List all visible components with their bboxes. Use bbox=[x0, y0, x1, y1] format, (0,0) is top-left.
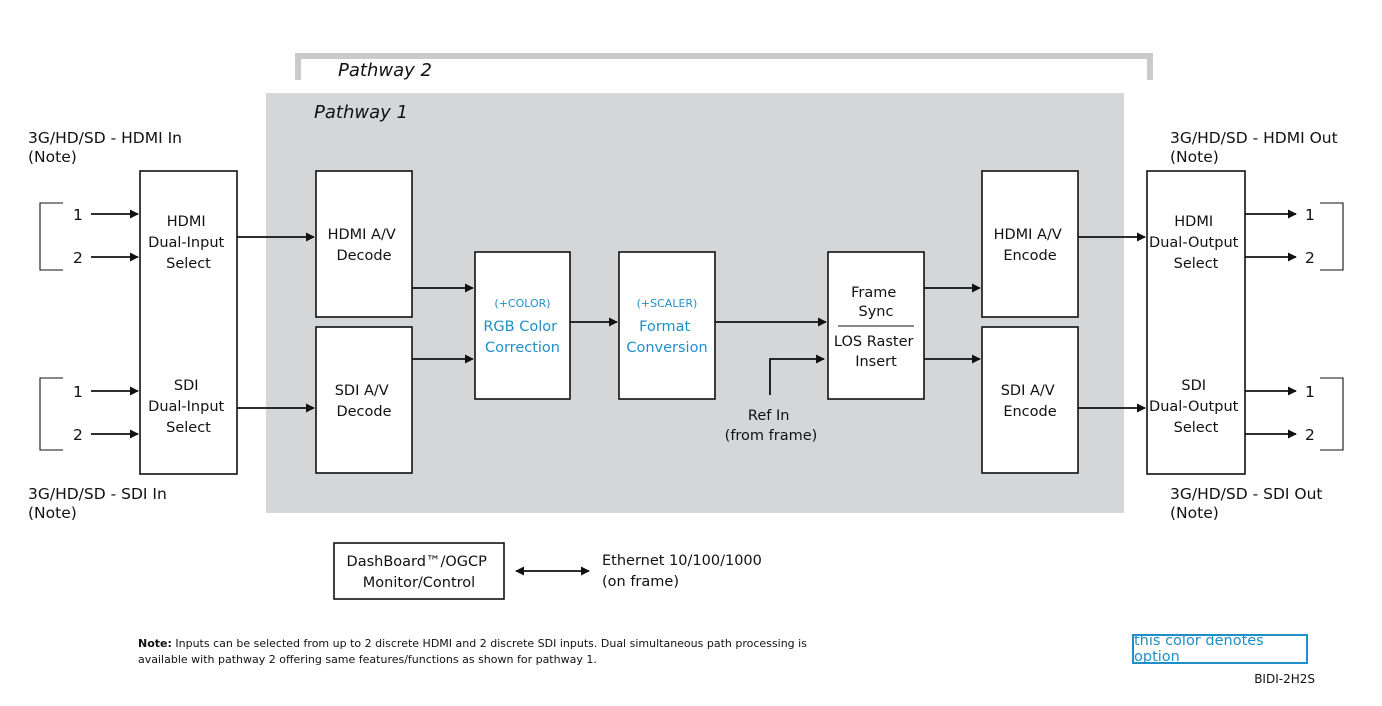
ref-in-arrow bbox=[769, 354, 825, 395]
dashboard-control-block bbox=[333, 542, 505, 600]
footnote: Note: Inputs can be selected from up to … bbox=[138, 636, 838, 668]
pathway-2-label: Pathway 2 bbox=[338, 60, 432, 81]
sdi-dual-input-select-label: SDI Dual-Input Select bbox=[148, 378, 229, 436]
pathway-2-bracket bbox=[295, 53, 1153, 80]
hdmi-decode-label: HDMI A/V Decode bbox=[328, 227, 401, 264]
option-color-legend: this color denotes option bbox=[1132, 633, 1308, 665]
pathway-1-label: Pathway 1 bbox=[314, 102, 408, 123]
sdi-in-label: 3G/HD/SD - SDI In bbox=[28, 485, 167, 503]
input-select-block bbox=[139, 170, 238, 475]
format-conversion-block bbox=[618, 251, 716, 400]
hdmi-out-bracket bbox=[1320, 202, 1344, 271]
sdi-encode-block bbox=[981, 326, 1079, 474]
sdi-decode-block bbox=[315, 326, 413, 474]
hdmi-out-port-2: 2 bbox=[1305, 249, 1315, 267]
hdmi-dual-output-select-label: HDMI Dual-Output Select bbox=[1149, 214, 1243, 272]
hdmi-out-note: (Note) bbox=[1170, 148, 1219, 166]
sdi-in-note: (Note) bbox=[28, 504, 77, 522]
los-raster-insert-label: LOS Raster Insert bbox=[834, 334, 918, 370]
sdi-decode-label: SDI A/V Decode bbox=[335, 383, 394, 420]
sdi-in-port-1: 1 bbox=[73, 383, 83, 401]
color-option-tag: (+COLOR) bbox=[494, 297, 550, 310]
sdi-out-port-1: 1 bbox=[1305, 383, 1315, 401]
dashboard-control-label: DashBoard™/OGCP Monitor/Control bbox=[347, 554, 492, 591]
sdi-out-port-2: 2 bbox=[1305, 426, 1315, 444]
sdi-encode-label: SDI A/V Encode bbox=[1001, 383, 1060, 420]
hdmi-encode-label: HDMI A/V Encode bbox=[994, 227, 1067, 264]
ref-in-label: Ref In (from frame) bbox=[725, 408, 818, 444]
sdi-in-bracket bbox=[39, 377, 63, 451]
scaler-option-tag: (+SCALER) bbox=[637, 297, 698, 310]
hdmi-dual-input-select-label: HDMI Dual-Input Select bbox=[148, 214, 229, 272]
footnote-text: Inputs can be selected from up to 2 disc… bbox=[138, 637, 807, 666]
hdmi-out-port-1: 1 bbox=[1305, 206, 1315, 224]
hdmi-decode-block bbox=[315, 170, 413, 318]
sdi-out-note: (Note) bbox=[1170, 504, 1219, 522]
footnote-label: Note: bbox=[138, 637, 172, 650]
hdmi-in-note: (Note) bbox=[28, 148, 77, 166]
hdmi-out-label: 3G/HD/SD - HDMI Out bbox=[1170, 129, 1338, 147]
sdi-in-port-2: 2 bbox=[73, 426, 83, 444]
hdmi-encode-block bbox=[981, 170, 1079, 318]
hdmi-in-bracket bbox=[39, 202, 63, 271]
hdmi-in-label: 3G/HD/SD - HDMI In bbox=[28, 129, 182, 147]
sdi-out-label: 3G/HD/SD - SDI Out bbox=[1170, 485, 1323, 503]
format-conversion-label: Format Conversion bbox=[626, 319, 707, 356]
hdmi-in-port-1: 1 bbox=[73, 206, 83, 224]
frame-sync-label: Frame Sync bbox=[851, 285, 901, 320]
sdi-out-bracket bbox=[1320, 377, 1344, 451]
ethernet-label: Ethernet 10/100/1000 (on frame) bbox=[602, 553, 766, 590]
rgb-color-correction-label: RGB Color Correction bbox=[483, 319, 561, 356]
rgb-color-correction-block bbox=[474, 251, 571, 400]
output-select-block bbox=[1146, 170, 1246, 475]
sdi-dual-output-select-label: SDI Dual-Output Select bbox=[1149, 378, 1243, 436]
figure-id: BIDI-2H2S bbox=[1254, 672, 1315, 686]
hdmi-in-port-2: 2 bbox=[73, 249, 83, 267]
